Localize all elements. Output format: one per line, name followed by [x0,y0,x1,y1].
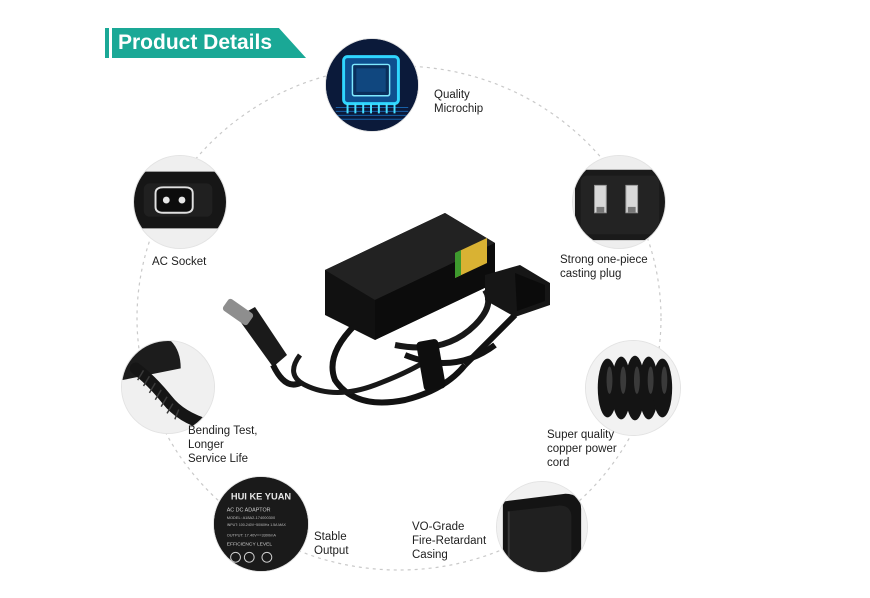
plate-output: OUTPUT: 17.40V==3300mA [227,533,277,538]
plug-photo [572,155,666,249]
ac-socket-label: AC Socket [152,256,207,268]
output-label: Stable Output [314,531,349,557]
microchip-photo [325,38,419,132]
cord-photo [585,340,681,436]
ac-socket-photo [133,155,227,249]
casing-label: VO-Grade Fire-Retardant Casing [412,521,487,561]
microchip-label: Quality Microchip [434,89,484,115]
bending-photo [121,340,215,434]
banner-accent-bar [105,28,109,58]
plug-label: Strong one-piece casting plug [560,254,648,280]
ac-socket-icon [154,186,194,214]
plate-brand: HUI KE YUAN [231,492,292,502]
product-details-banner: Product Details [105,28,307,58]
plate-model: MODEL: A18A2-174000300 [227,515,276,520]
casing-photo [496,481,588,573]
certification-marks-icon [230,551,273,563]
label-plate-photo: HUI KE YUAN AC DC ADAPTOR MODEL: A18A2-1… [213,476,309,572]
cord-label: Super quality copper power cord [547,429,617,469]
plate-input: INPUT: 100-240V~50/60Hz 1.5A MAX [227,523,287,527]
bending-label: Bending Test, Longer Service Life [188,425,258,465]
plate-efficiency: EFFICIENCY LEVEL [227,542,273,548]
barrel-plug [222,298,302,388]
power-adapter-image [215,205,560,420]
banner-title: Product Details [112,28,307,58]
plate-type: AC DC ADAPTOR [227,507,271,513]
